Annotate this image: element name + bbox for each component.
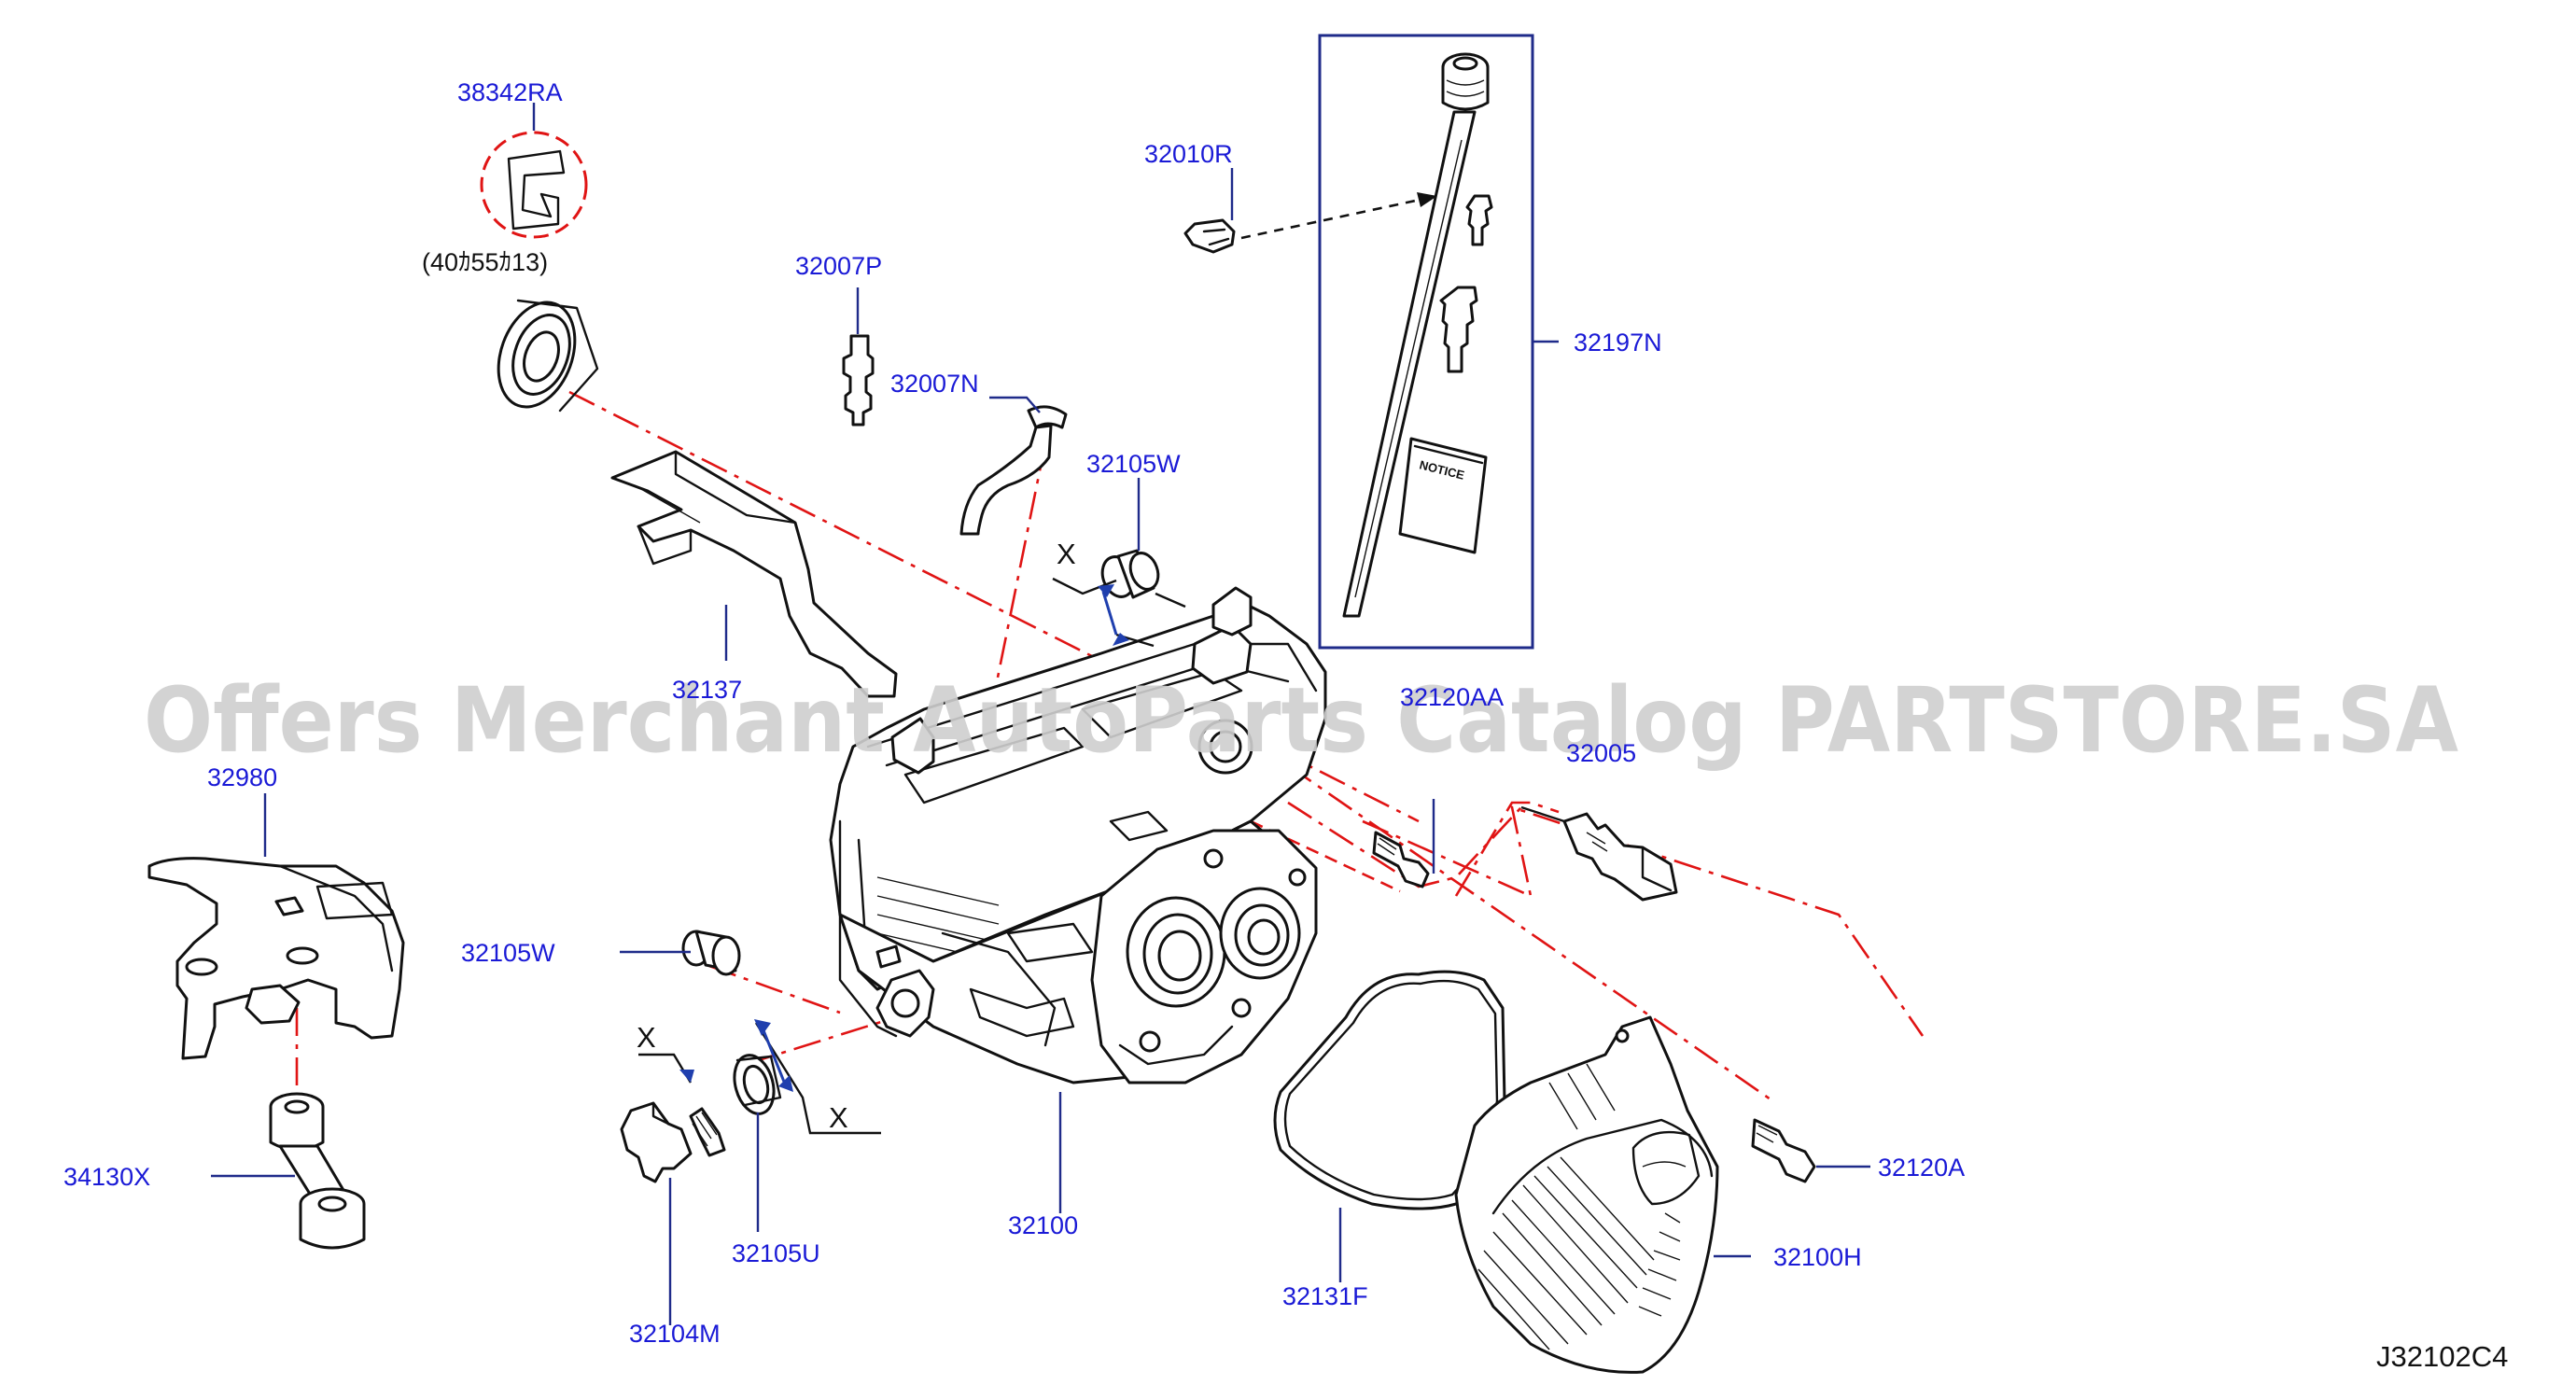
bolt-32120A[interactable] [1751,1118,1816,1183]
seal-32105U[interactable] [728,1051,782,1118]
clip-32010R[interactable] [1183,192,1438,254]
label-32120A[interactable]: 32120A [1878,1154,1965,1182]
label-32005[interactable]: 32005 [1566,739,1636,767]
label-32980[interactable]: 32980 [207,763,277,791]
label-32105W[interactable]: 32105W [461,939,555,967]
cover-32100H[interactable] [1454,1015,1719,1374]
label-32007P[interactable]: 32007P [795,252,882,280]
diagram-reference: J32102C4 [2376,1340,2508,1373]
label-32105W-top[interactable]: 32105W [1086,450,1181,478]
label-32010R[interactable]: 32010R [1144,140,1233,168]
plug-32104M[interactable] [620,1101,726,1183]
dipstick-kit-32197N[interactable]: NOTICE [1318,34,1559,650]
label-32120AA[interactable]: 32120AA [1400,683,1504,711]
label-32131F[interactable]: 32131F [1282,1282,1368,1310]
label-32100H[interactable]: 32100H [1773,1243,1862,1271]
oil-seal-detail-38342RA [480,131,588,239]
x-label-left: X [637,1021,656,1054]
label-32007N[interactable]: 32007N [890,370,979,398]
guide-32137[interactable] [610,450,898,698]
label-32100[interactable]: 32100 [1008,1211,1078,1239]
part-labels: 38342RA (40ｶ55ｶ13) 32007P 32007N 32010R … [63,78,1965,1348]
bushing-32105W-top[interactable] [1097,549,1186,609]
oil-seal-38342RA[interactable] [484,292,599,418]
bracket-32980[interactable] [147,857,405,1060]
label-38342RA-note: (40ｶ55ｶ13) [422,248,548,276]
x-marker-left [638,1053,694,1084]
x-label-right: X [829,1101,848,1134]
breather-hose-32007N[interactable] [959,405,1068,536]
label-32197N[interactable]: 32197N [1574,329,1662,357]
breather-32007P[interactable] [842,334,875,427]
leaders [211,103,1870,1325]
bushing-32105W[interactable] [681,930,741,976]
label-32137[interactable]: 32137 [672,676,742,704]
lever-34130X[interactable] [269,1092,366,1250]
bolt-32120AA[interactable] [1372,799,1435,888]
sensor-32005[interactable] [1520,805,1678,902]
x-label-top: X [1057,538,1076,570]
x-marker-top [1052,577,1155,648]
label-38342RA[interactable]: 38342RA [457,78,563,106]
label-32105U[interactable]: 32105U [732,1239,820,1267]
label-34130X[interactable]: 34130X [63,1163,150,1191]
x-marker-right [754,1019,881,1135]
transmission-case-32100[interactable] [829,586,1327,1084]
watermark: Offers Merchant AutoParts Catalog PARTST… [144,668,2458,773]
label-32104M[interactable]: 32104M [629,1320,721,1348]
